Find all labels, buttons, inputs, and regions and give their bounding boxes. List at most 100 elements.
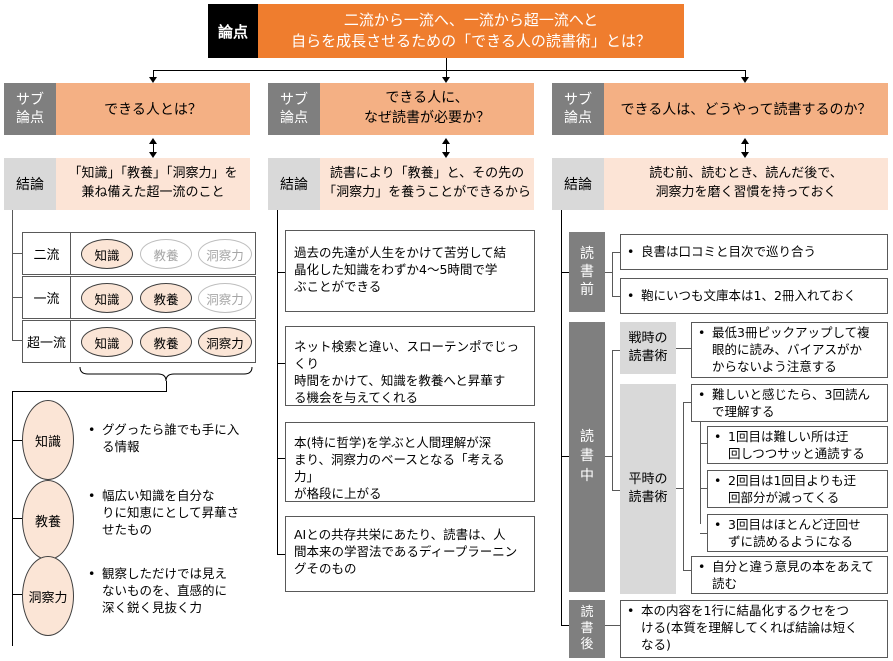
connector xyxy=(277,272,285,273)
connector xyxy=(683,402,691,403)
reason-box: ネット検索と違い、スローテンポでじっくり時間をかけて、知識を教養へと昇華する機会… xyxy=(285,326,535,406)
connector xyxy=(166,381,167,391)
after-item: • 本の内容を1行に結晶化するクセをつける(本質を理解してくれば結論は短くなる) xyxy=(620,600,888,658)
peace-item: • 自分と違う意見の本をあえて読む xyxy=(691,556,888,594)
sub-label: サブ論点 xyxy=(552,83,604,135)
connector xyxy=(612,490,620,491)
reason-box: 本(特に哲学)を学ぶと人間理解が深まり、洞察力のベースとなる「考える力」が格段に… xyxy=(285,422,535,502)
sub-question-2: できる人に、なぜ読書が必要か？ xyxy=(320,83,534,135)
sub-label: サブ論点 xyxy=(268,83,320,135)
connector xyxy=(612,252,613,296)
peace-reading-label: 平時の読書術 xyxy=(620,384,676,594)
level-row: 二流 知識 教養 洞察力 xyxy=(22,232,256,275)
connector xyxy=(153,70,154,78)
main-question-line1: 二流から一流へ、一流から超一流へと xyxy=(343,11,599,29)
phase-after-label: 読書後 xyxy=(569,600,605,658)
conclusion-label: 結論 xyxy=(552,158,604,210)
connector xyxy=(683,402,684,570)
level-row: 一流 知識 教養 洞察力 xyxy=(22,276,256,319)
war-reading-label: 戦時の読書術 xyxy=(620,322,676,374)
connector xyxy=(12,340,22,341)
peace-subitem: • 3回目はほとんど迂回せずに読めるようになる xyxy=(707,514,888,552)
connector xyxy=(612,350,620,351)
arrow-down-icon xyxy=(149,77,157,83)
connector xyxy=(446,142,447,154)
main-question-line2: 自らを成長させるための「できる人の読書術」とは？ xyxy=(291,32,651,50)
connector xyxy=(700,533,707,534)
connector xyxy=(676,488,683,489)
connector xyxy=(700,488,707,489)
oval-insight: 洞察力 xyxy=(198,239,252,269)
arrow-up-icon xyxy=(741,138,749,144)
connector xyxy=(605,456,612,457)
connector xyxy=(12,297,22,298)
conclusion-3: 読む前、読むとき、読んだ後で、洞察力を磨く習慣を持っておく xyxy=(604,158,888,210)
connector xyxy=(12,518,22,519)
connector xyxy=(700,443,707,444)
sub-label: サブ論点 xyxy=(4,83,56,135)
arrow-down-icon xyxy=(442,152,450,158)
oval-insight: 洞察力 xyxy=(198,283,252,313)
arrow-down-icon xyxy=(741,152,749,158)
oval-knowledge: 知識 xyxy=(81,239,133,269)
connector xyxy=(683,570,691,571)
connector xyxy=(561,210,562,626)
connector xyxy=(12,391,167,392)
connector xyxy=(605,625,620,626)
connector xyxy=(676,348,691,349)
connector xyxy=(446,70,447,78)
phase-item: •良書は口コミと目次で巡り合う xyxy=(620,234,888,270)
phase-during-label: 読書中 xyxy=(569,322,605,592)
definition-term: 知識 xyxy=(22,400,74,480)
level-name: 一流 xyxy=(23,277,71,318)
level-name: 超一流 xyxy=(23,321,71,362)
arrow-down-icon xyxy=(741,77,749,83)
definition-text: • 観察しただけでは見えないものを、直感的に深く鋭く見抜く力 xyxy=(88,566,228,615)
connector xyxy=(612,296,620,297)
connector xyxy=(561,272,569,273)
definition-term: 洞察力 xyxy=(22,556,74,636)
connector xyxy=(153,70,745,71)
peace-subitem: • 1回目は難しい所は迂回しつつサッと通読する xyxy=(707,426,888,464)
peace-subitem: • 2回目は1回目よりも迂回部分が減ってくる xyxy=(707,470,888,508)
reason-box: 過去の先達が人生をかけて苦労して結晶化した知識をわずか4～5時間で学ぶことができ… xyxy=(285,230,535,312)
connector xyxy=(277,458,285,459)
level-row: 超一流 知識 教養 洞察力 xyxy=(22,320,256,363)
connector xyxy=(12,210,13,341)
connector xyxy=(12,440,22,441)
connector xyxy=(612,252,620,253)
connector xyxy=(277,363,285,364)
connector xyxy=(700,422,701,524)
connector xyxy=(561,625,569,626)
connector xyxy=(446,58,447,70)
oval-culture: 教養 xyxy=(140,283,192,313)
war-item: • 最低3冊ピックアップして複眼的に読み、バイアスがかからないよう注意する xyxy=(691,322,888,378)
phase-before-label: 読書前 xyxy=(569,232,605,312)
conclusion-1: 「知識」「教養」「洞察力」を兼ね備えた超一流のこと xyxy=(56,158,250,210)
connector xyxy=(745,142,746,154)
oval-knowledge: 知識 xyxy=(81,327,133,357)
oval-culture: 教養 xyxy=(140,327,192,357)
connector xyxy=(605,272,612,273)
sub-question-3: できる人は、どうやって読書するのか？ xyxy=(604,83,888,135)
connector xyxy=(277,210,278,555)
arrow-up-icon xyxy=(442,138,450,144)
definition-text: • ググったら誰でも手に入る情報 xyxy=(88,422,240,454)
connector xyxy=(561,456,569,457)
level-name: 二流 xyxy=(23,233,71,274)
phase-item: •鞄にいつも文庫本は1、2冊入れておく xyxy=(620,278,888,314)
sub-question-1: できる人とは？ xyxy=(56,83,250,135)
arrow-down-icon xyxy=(149,152,157,158)
connector xyxy=(612,350,613,490)
oval-insight: 洞察力 xyxy=(198,327,252,357)
oval-culture: 教養 xyxy=(140,239,192,269)
connector xyxy=(153,142,154,154)
conclusion-2: 読書により「教養」と、その先の「洞察力」を養うことができるから xyxy=(320,158,534,210)
definition-term: 教養 xyxy=(22,480,74,560)
definition-text: • 幅広い知識を自分なりに知恵にとして昇華させたもの xyxy=(88,488,240,537)
peace-item: • 難しいと感じたら、3回読んで理解する xyxy=(691,384,888,422)
connector xyxy=(12,253,22,254)
connector xyxy=(12,594,22,595)
connector xyxy=(277,554,285,555)
arrow-up-icon xyxy=(149,138,157,144)
